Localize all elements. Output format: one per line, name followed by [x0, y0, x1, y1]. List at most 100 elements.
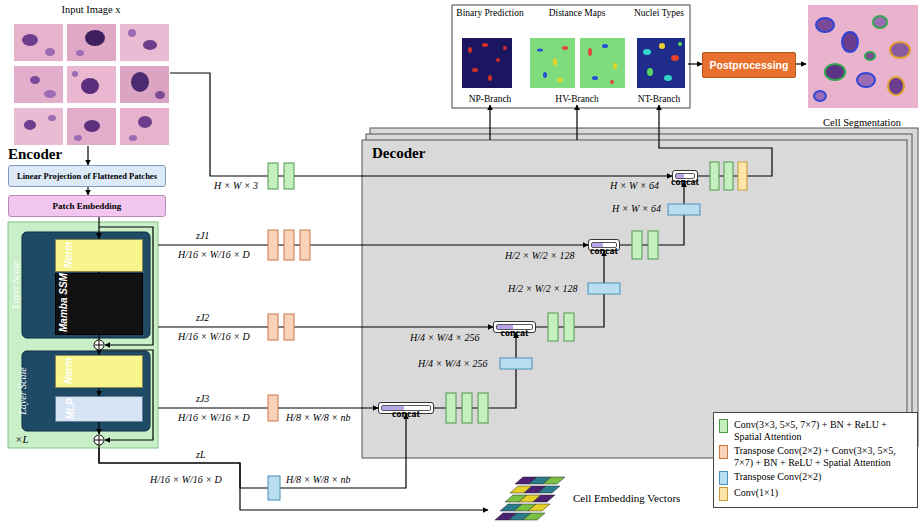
- concat-box: concat: [493, 321, 536, 333]
- node-label: Norm: [63, 242, 76, 268]
- transpose-block: [588, 283, 620, 294]
- dimension-label: H × W × 64: [610, 180, 659, 192]
- type-map: [637, 38, 685, 88]
- segmentation-ground: [808, 5, 918, 108]
- connector: [170, 73, 672, 176]
- layer-scale-block-fill: [22, 351, 150, 431]
- branch-label: NP-Branch: [469, 94, 512, 105]
- embedding-cell: [533, 495, 555, 502]
- transpose-block: [500, 358, 532, 369]
- segmentation-output: Cell Segmentation: [806, 4, 918, 128]
- cell-outline: [814, 91, 826, 101]
- node-label: Binary Prediction: [456, 8, 523, 19]
- nucleus: [48, 115, 56, 121]
- node-label: Decoder: [372, 145, 425, 162]
- speck: [496, 58, 500, 62]
- image-tile: [67, 66, 116, 103]
- legend-text: Transpose Conv(2×2) + Conv(3×3, 5×5, 7×7…: [734, 445, 912, 469]
- legend-swatch: [719, 419, 728, 433]
- transpose-block: [268, 476, 280, 500]
- branch-output: Distance MapsHV-Branch: [527, 8, 627, 105]
- cell-outline: [816, 18, 834, 32]
- node-label: Linear Projection of Flattened Patches: [17, 171, 157, 181]
- node-label: Layer Scale: [10, 261, 60, 309]
- nucleus: [143, 40, 157, 50]
- mamba-ssm-box: Mamba SSM: [55, 273, 143, 335]
- cell-outline: [857, 73, 875, 87]
- cell-outline: [890, 42, 910, 58]
- layer-scale-block: Layer ScaleNormMamba SSM: [22, 232, 150, 338]
- nucleus: [72, 71, 78, 77]
- transpose-block: [668, 204, 700, 215]
- input-image: Input Image x: [12, 4, 170, 146]
- conv-block: [632, 231, 642, 259]
- conv-block: [268, 163, 278, 189]
- cell-outline: [865, 52, 875, 60]
- concat-box: concat: [588, 239, 620, 251]
- legend-row: Conv(1×1): [719, 487, 912, 501]
- layer-scale-block: Layer ScaleNormMLP: [22, 351, 150, 431]
- nucleus: [45, 48, 55, 56]
- cell-outline: [825, 64, 845, 80]
- image-tile: [67, 108, 116, 145]
- connector: [158, 244, 588, 245]
- connector: [87, 187, 88, 195]
- deconv-block: [268, 314, 278, 340]
- nucleus: [44, 90, 56, 98]
- dimension-label: zL: [196, 449, 205, 461]
- connector: [99, 414, 406, 488]
- mlp-box: MLP: [55, 396, 143, 422]
- legend-row: Transpose Conv(2×2): [719, 471, 912, 485]
- speck: [610, 80, 614, 84]
- legend-text: Conv(1×1): [734, 487, 778, 499]
- node-label: Cell Embedding Vectors: [573, 492, 680, 504]
- nucleus: [22, 34, 38, 46]
- embedding-cell: [538, 486, 560, 493]
- speck: [543, 72, 547, 78]
- speck: [678, 42, 682, 46]
- dimension-label: H/8 × W/8 × nb: [286, 412, 351, 424]
- dimension-label: H × W × 3: [214, 180, 258, 192]
- image-tile: [120, 24, 169, 61]
- branch-output: Binary PredictionNP-Branch: [455, 8, 525, 105]
- nucleus: [131, 72, 149, 92]
- speck: [482, 43, 488, 47]
- projection-box: Linear Projection of Flattened Patches: [8, 165, 166, 187]
- dimension-label: zJ3: [196, 393, 209, 405]
- add-symbol: [95, 341, 103, 349]
- conv-block: [710, 162, 719, 190]
- speck: [647, 68, 653, 76]
- residual-lines: [99, 140, 772, 448]
- cell-outline: [888, 77, 904, 95]
- embedding-output: Cell Embedding Vectors: [488, 470, 688, 525]
- legend-swatch: [719, 487, 728, 501]
- nucleus: [81, 78, 99, 94]
- nucleus: [129, 135, 137, 141]
- nucleus: [74, 135, 82, 141]
- residual-line: [98, 422, 99, 434]
- speck: [553, 58, 557, 66]
- speck: [664, 75, 672, 81]
- image-tile: [120, 66, 169, 103]
- node-label: Norm: [63, 358, 76, 384]
- dimension-label: H/2 × W/2 × 128: [508, 283, 578, 295]
- dimension-label: H/4 × W/4 × 256: [410, 332, 480, 344]
- legend-row: Transpose Conv(2×2) + Conv(3×3, 5×5, 7×7…: [719, 445, 912, 469]
- speck: [592, 76, 598, 80]
- node-label: Nuclei Types: [634, 8, 684, 19]
- nucleus: [128, 29, 136, 37]
- embedding-stack: [495, 477, 565, 520]
- dimension-label: H/2 × W/2 × 128: [505, 250, 575, 262]
- embedding-cell: [543, 477, 565, 484]
- deconv-block: [300, 230, 310, 260]
- speck: [468, 47, 472, 53]
- section-title: Encoder: [8, 146, 62, 163]
- speck: [503, 46, 507, 50]
- nucleus: [84, 120, 100, 132]
- speck: [562, 46, 568, 50]
- cell-outline: [842, 32, 858, 52]
- nucleus: [76, 50, 84, 56]
- nucleus: [138, 116, 152, 128]
- node-label: Input Image x: [62, 4, 121, 16]
- legend-swatch: [719, 471, 728, 485]
